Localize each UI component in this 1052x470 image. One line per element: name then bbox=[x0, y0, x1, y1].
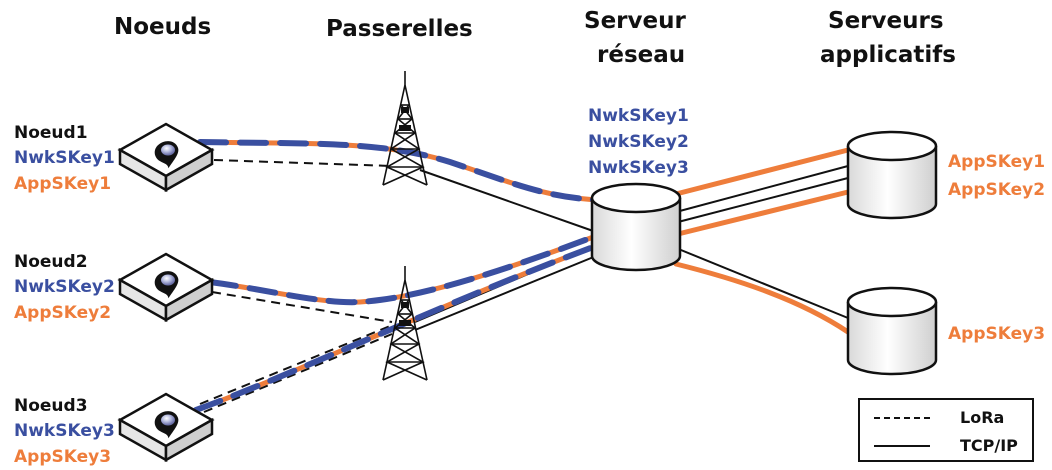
node2-app-key: AppSKey2 bbox=[14, 303, 112, 323]
node1-name: Noeud1 bbox=[14, 123, 88, 143]
header-app-servers-line2: applicatifs bbox=[820, 42, 956, 68]
tcpip-gateway2-to-network-server-b bbox=[414, 255, 597, 331]
node1-app-key: AppSKey1 bbox=[14, 174, 112, 194]
app-server-cylinder-1 bbox=[846, 130, 938, 220]
lora-node2-to-gateway2 bbox=[211, 291, 393, 323]
header-nodes: Noeuds bbox=[114, 14, 212, 40]
node-device-3 bbox=[117, 392, 215, 463]
tcpip-network-server-to-app2 bbox=[675, 247, 849, 319]
node2-nwk-key: NwkSKey2 bbox=[14, 277, 115, 297]
node3-name: Noeud3 bbox=[14, 396, 88, 416]
header-network-server-line2: réseau bbox=[597, 42, 686, 68]
network-server-cylinder bbox=[590, 182, 682, 272]
gateway-tower-1 bbox=[382, 71, 428, 186]
app-server-cylinder-2 bbox=[846, 286, 938, 376]
legend-tcpip-label: TCP/IP bbox=[960, 436, 1018, 455]
app-path-to-app-server1-b bbox=[675, 189, 851, 237]
tcpip-network-server-to-app1-b bbox=[677, 177, 849, 223]
header-app-servers-line1: Serveurs bbox=[828, 8, 944, 34]
header-gateways: Passerelles bbox=[326, 16, 473, 42]
header-network-server-line1: Serveur bbox=[584, 8, 686, 34]
nwk-path-node1 bbox=[197, 139, 599, 203]
nwk-path-node3 bbox=[193, 243, 599, 413]
legend-box: LoRa TCP/IP bbox=[858, 398, 1034, 462]
legend-lora-label: LoRa bbox=[960, 408, 1005, 427]
lora-node1-to-gateway1 bbox=[213, 159, 393, 167]
app-server1-key-1: AppSKey1 bbox=[948, 152, 1046, 172]
node-device-1 bbox=[117, 122, 215, 193]
lora-node3-to-gateway2-a bbox=[199, 325, 391, 405]
app-path-to-app-server2 bbox=[673, 261, 851, 335]
gateway-tower-2 bbox=[382, 266, 428, 381]
network-session-links bbox=[193, 139, 599, 413]
tcpip-network-server-to-app1-a bbox=[675, 165, 849, 213]
node-device-2 bbox=[117, 252, 215, 323]
node3-nwk-key: NwkSKey3 bbox=[14, 421, 115, 441]
node3-app-key: AppSKey3 bbox=[14, 447, 112, 467]
network-server-key-2: NwkSKey2 bbox=[588, 132, 689, 152]
network-server-key-3: NwkSKey3 bbox=[588, 158, 689, 178]
app-server2-key-1: AppSKey3 bbox=[948, 324, 1046, 344]
app-path-to-app-server1 bbox=[673, 147, 851, 197]
tcpip-gateway1-to-network-server bbox=[419, 169, 597, 233]
node2-name: Noeud2 bbox=[14, 252, 88, 272]
legend-lora-swatch bbox=[874, 417, 930, 419]
network-server-key-1: NwkSKey1 bbox=[588, 106, 689, 126]
app-server1-key-2: AppSKey2 bbox=[948, 180, 1046, 200]
node1-nwk-key: NwkSKey1 bbox=[14, 148, 115, 168]
lora-node3-to-gateway2-b bbox=[203, 333, 393, 413]
legend-tcpip-swatch bbox=[874, 445, 930, 447]
nwk-path-node2 bbox=[207, 233, 599, 306]
lora-links bbox=[199, 159, 393, 413]
